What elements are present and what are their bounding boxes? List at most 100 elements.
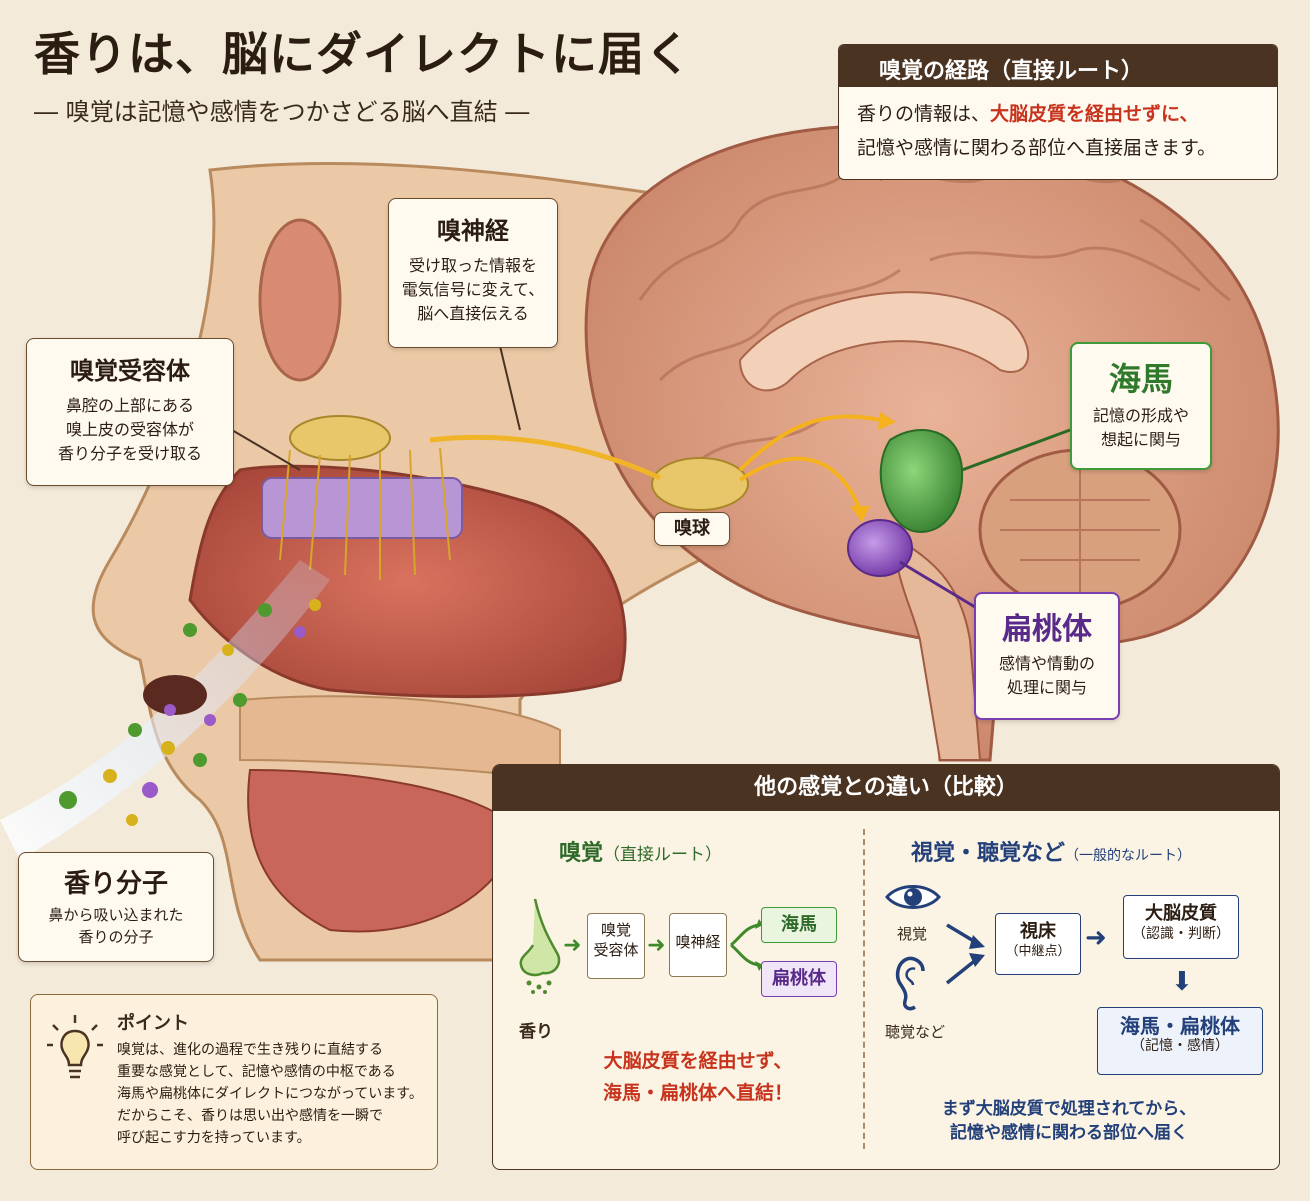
arrow-right-icon: ➜ [1085, 923, 1107, 953]
arrow-down-icon: ⬇ [1171, 967, 1193, 997]
olfactory-epithelium [261, 477, 463, 539]
ear-icon [895, 956, 925, 1011]
scent-molecule-callout: 香り分子 鼻から吸い込まれた 香りの分子 [18, 852, 214, 962]
frontal-sinus [258, 218, 342, 382]
route-heading: 嗅覚の経路（直接ルート） [839, 45, 1277, 87]
receptor-box-line: 受容体 [593, 941, 639, 959]
hearing-label: 聴覚など [885, 1023, 946, 1041]
amygdala-title: 扁桃体 [1002, 612, 1092, 647]
cortex-box: 大脳皮質 （認識・判断） [1123, 895, 1239, 959]
route-line2: 記憶や感情に関わる部位へ直接届きます。 [857, 137, 1217, 159]
other-senses-heading: 視覚・聴覚など（一般的なルート） [911, 835, 1191, 867]
receptor-box: 嗅覚 受容体 [587, 913, 645, 979]
olfaction-title: 嗅覚 [559, 841, 604, 866]
other-senses-title: 視覚・聴覚など [911, 841, 1066, 866]
signal-arrow-hippocampus [738, 414, 881, 472]
comparison-divider [863, 829, 865, 1149]
receptor-title: 嗅覚受容体 [70, 357, 190, 385]
olfaction-note: 大脳皮質を経由せず、 海馬・扁桃体へ直結！ [553, 1045, 843, 1109]
point-line: 重要な感覚として、記憶や感情の中枢である [117, 1064, 396, 1080]
comparison-panel: 他の感覚との違い（比較） 嗅覚（直接ルート） 香り ➜ 嗅覚 受容体 ➜ 嗅神経… [492, 764, 1280, 1170]
converge-arrows-icon [945, 923, 985, 985]
thalamus-label: 視床 [1020, 921, 1056, 942]
hippocampus-callout: 海馬 記憶の形成や 想起に関与 [1070, 342, 1212, 470]
hippocampus-line: 記憶の形成や [1092, 406, 1189, 425]
nerve-callout-connector [499, 345, 521, 431]
receptor-line: 嗅上皮の受容体が [65, 420, 194, 439]
amygdala-connector [899, 560, 981, 612]
point-title: ポイント [117, 1013, 189, 1034]
olfaction-note-line: 海馬・扁桃体へ直結！ [602, 1082, 793, 1104]
palate [239, 695, 561, 782]
olfaction-heading: 嗅覚（直接ルート） [559, 835, 722, 867]
point-body: 嗅覚は、進化の過程で生き残りに直結する 重要な感覚として、記憶や感情の中枢である… [117, 1039, 423, 1149]
hippocampus-title: 海馬 [1108, 360, 1173, 398]
nerve-fibers [279, 447, 451, 580]
hippocampus-line: 想起に関与 [1100, 430, 1181, 449]
limbic-sub: （記憶・感情） [1131, 1038, 1229, 1054]
olfaction-note-line: 大脳皮質を経由せず、 [603, 1050, 793, 1072]
route-explanation-box: 嗅覚の経路（直接ルート） 香りの情報は、大脳皮質を経由せずに、 記憶や感情に関わ… [838, 44, 1278, 180]
point-line: 呼び起こす力を持っています。 [117, 1130, 311, 1146]
limbic-box: 海馬・扁桃体 （記憶・感情） [1097, 1007, 1263, 1075]
receptor-line: 鼻腔の上部にある [65, 396, 194, 415]
lightbulb-icon [47, 1015, 103, 1079]
route-highlight: 大脳皮質を経由せずに、 [990, 103, 1199, 125]
corpus-callosum [738, 291, 1029, 392]
arrow-right-icon: ➜ [563, 933, 582, 958]
thalamus-box: 視床 （中継点） [995, 913, 1081, 975]
point-line: 海馬や扁桃体にダイレクトにつながっています。 [117, 1086, 423, 1102]
amygdala-box: 扁桃体 [761, 961, 837, 997]
nostril [143, 675, 207, 715]
page-title: 香りは、脳にダイレクトに届く [34, 27, 692, 81]
amygdala [847, 519, 913, 577]
other-senses-note-line: 記憶や感情に関わる部位へ届く [950, 1123, 1188, 1143]
receptor-callout-connector [231, 429, 301, 471]
molecule-title: 香り分子 [63, 869, 168, 899]
amygdala-line: 処理に関与 [1006, 678, 1087, 697]
branch-arrows-icon [730, 919, 763, 971]
nerve-box: 嗅神経 [669, 913, 727, 977]
other-senses-note: まず大脳皮質で処理されてから、 記憶や感情に関わる部位へ届く [889, 1097, 1249, 1145]
point-box: ポイント 嗅覚は、進化の過程で生き残りに直結する 重要な感覚として、記憶や感情の… [30, 994, 438, 1170]
arrow-head-hippocampus [878, 412, 896, 430]
molecule-line: 香りの分子 [78, 928, 154, 946]
other-senses-subtitle: （一般的なルート） [1065, 848, 1192, 864]
molecule-line: 鼻から吸い込まれた [48, 906, 184, 924]
olfactory-nerve-line: 受け取った情報を [408, 256, 537, 275]
page-subtitle: ― 嗅覚は記憶や感情をつかさどる脳へ直結 ― [34, 98, 530, 126]
olfactory-nerve-title: 嗅神経 [437, 217, 509, 245]
route-body: 香りの情報は、大脳皮質を経由せずに、 記憶や感情に関わる部位へ直接届きます。 [839, 87, 1277, 175]
hippocampus-connector [961, 428, 1071, 472]
receptor-nucleus [289, 415, 391, 461]
route-line1: 香りの情報は、 [857, 103, 991, 125]
scent-molecules [59, 599, 321, 826]
point-line: だからこそ、香りは思い出や感情を一瞬で [117, 1108, 383, 1124]
olfactory-bulb-label: 嗅球 [654, 512, 730, 546]
other-senses-note-line: まず大脳皮質で処理されてから、 [941, 1099, 1197, 1119]
bulb-label-text: 嗅球 [674, 518, 710, 539]
receptor-line: 香り分子を受け取る [57, 444, 202, 463]
arrow-head-amygdala [850, 506, 870, 522]
nose-icon [519, 898, 561, 994]
olfactory-bulb [651, 457, 749, 511]
tongue [247, 768, 522, 933]
olfactory-nerve-callout: 嗅神経 受け取った情報を 電気信号に変えて、 脳へ直接伝える [388, 198, 558, 348]
olfactory-nerve-line: 脳へ直接伝える [417, 304, 529, 323]
nerve-path [429, 434, 662, 481]
amygdala-callout: 扁桃体 感情や情動の 処理に関与 [974, 592, 1120, 720]
receptor-box-line: 嗅覚 [600, 921, 631, 939]
scent-label: 香り [519, 1022, 553, 1042]
olfactory-nerve-line: 電気信号に変えて、 [401, 280, 545, 299]
vision-label: 視覚 [897, 925, 928, 943]
hippocampus-box: 海馬 [761, 907, 837, 943]
thalamus-sub: （中継点） [1005, 944, 1071, 959]
hippocampus [879, 429, 964, 533]
olfaction-subtitle: （直接ルート） [603, 845, 723, 865]
cortex-label: 大脳皮質 [1145, 903, 1217, 924]
signal-arrow-amygdala [738, 456, 862, 511]
cortex-sub: （認識・判断） [1132, 926, 1230, 942]
point-line: 嗅覚は、進化の過程で生き残りに直結する [117, 1042, 383, 1058]
